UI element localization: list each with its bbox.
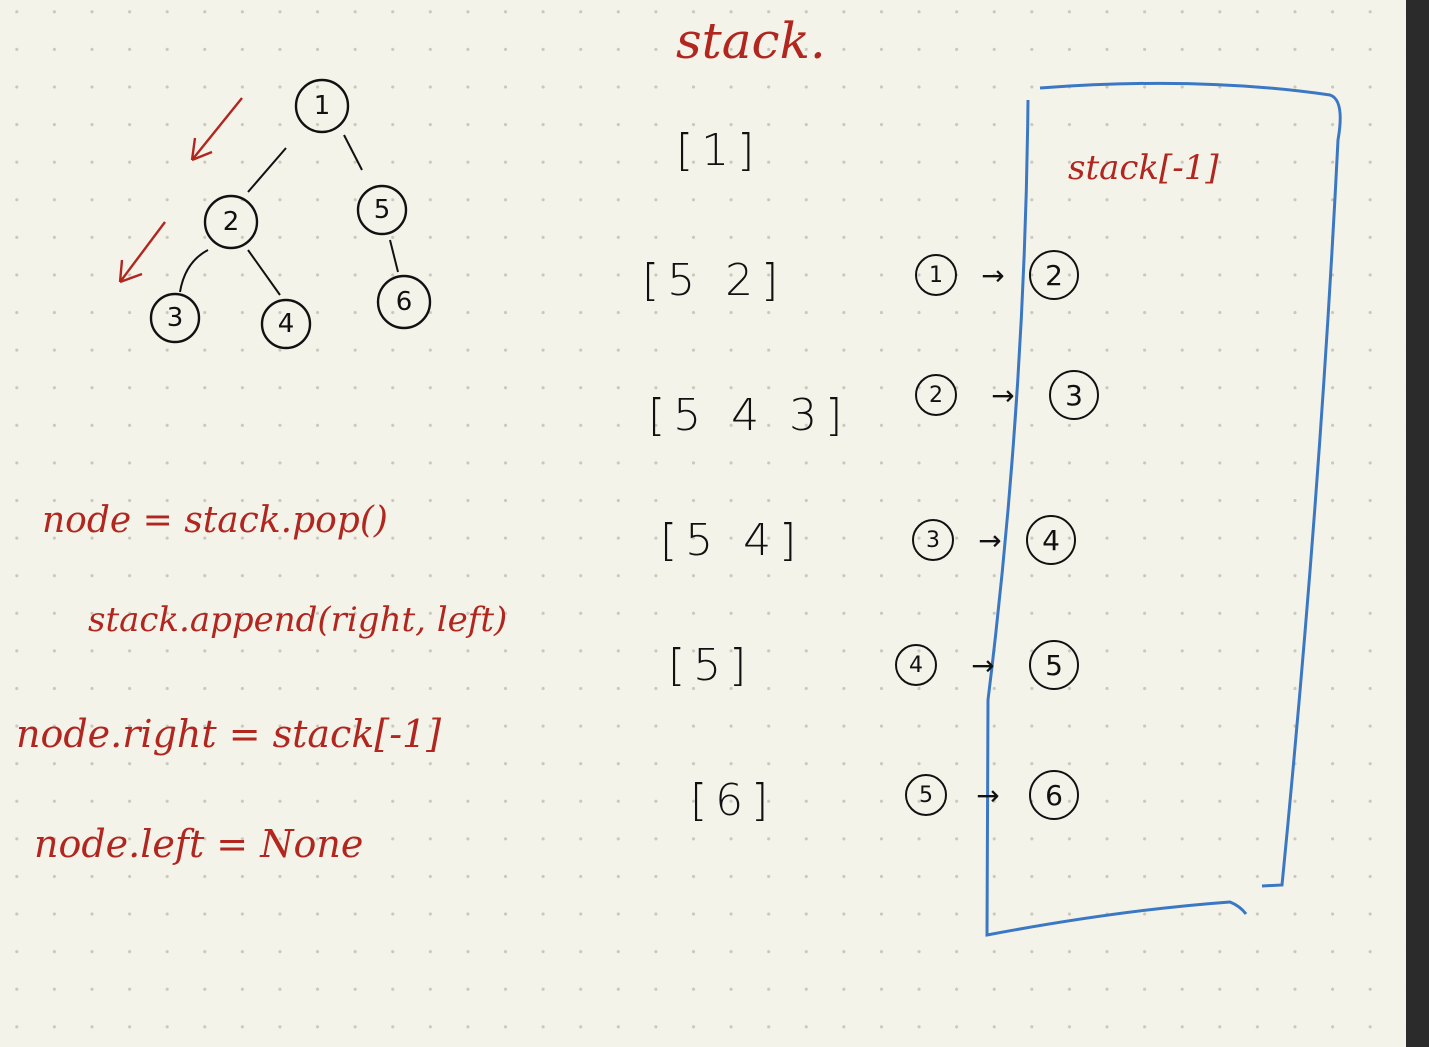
from-node: 3: [912, 519, 954, 561]
arrow-right-icon: →: [971, 648, 995, 682]
arrow-right-icon: →: [978, 523, 1002, 557]
arrow-right-icon: →: [991, 378, 1015, 412]
from-node: 1: [915, 254, 957, 296]
arrow-right-icon: →: [981, 258, 1005, 292]
stack-title: stack.: [676, 12, 826, 70]
arrow-right-icon: →: [976, 778, 1000, 812]
code-line: node.right = stack[-1]: [16, 712, 442, 756]
tree-edge-2-4: [247, 249, 281, 296]
to-node: 5: [1029, 640, 1079, 690]
code-line: stack.append(right, left): [88, 600, 508, 640]
tree-edge-2-3: [179, 249, 209, 293]
traversal-arrow-icon: [118, 221, 166, 284]
to-node: 2: [1029, 250, 1079, 300]
tree-edge-1-5: [343, 134, 363, 171]
stack-state: [5]: [668, 640, 755, 691]
transition-row: 2 → 3: [915, 370, 1099, 420]
stack-state: [5 2]: [642, 255, 787, 306]
stack-state: [5 4 3]: [648, 390, 851, 441]
tree-edge-5-6: [389, 239, 399, 273]
tree-node: 1: [294, 78, 350, 134]
svg-text:3: 3: [167, 303, 184, 333]
tree-node: 2: [203, 194, 259, 250]
from-node: 4: [895, 644, 937, 686]
svg-text:6: 6: [396, 287, 413, 317]
stack-state: [1]: [676, 125, 763, 176]
code-line: node.left = None: [34, 822, 364, 866]
from-node: 2: [915, 374, 957, 416]
tree-node: 5: [356, 184, 408, 236]
traversal-arrow-icon: [190, 97, 243, 162]
tree-edge-1-2: [247, 147, 287, 193]
to-node: 4: [1026, 515, 1076, 565]
stack-top-box: [985, 81, 1342, 937]
side-panel-edge: [1406, 0, 1429, 1047]
svg-text:4: 4: [278, 309, 295, 339]
from-node: 5: [905, 774, 947, 816]
box-label: stack[-1]: [1068, 148, 1219, 188]
transition-row: 5 → 6: [905, 770, 1079, 820]
svg-text:5: 5: [374, 195, 391, 225]
stack-state: [5 4]: [660, 515, 805, 566]
tree-node: 6: [376, 274, 432, 330]
stack-state: [6]: [690, 775, 777, 826]
svg-text:2: 2: [223, 207, 240, 237]
to-node: 6: [1029, 770, 1079, 820]
transition-row: 3 → 4: [912, 515, 1076, 565]
svg-text:1: 1: [314, 91, 331, 121]
tree-node: 3: [149, 292, 201, 344]
tree-node: 4: [260, 298, 312, 350]
transition-row: 1 → 2: [915, 250, 1079, 300]
to-node: 3: [1049, 370, 1099, 420]
code-line: node = stack.pop(): [42, 500, 388, 541]
transition-row: 4 → 5: [895, 640, 1079, 690]
